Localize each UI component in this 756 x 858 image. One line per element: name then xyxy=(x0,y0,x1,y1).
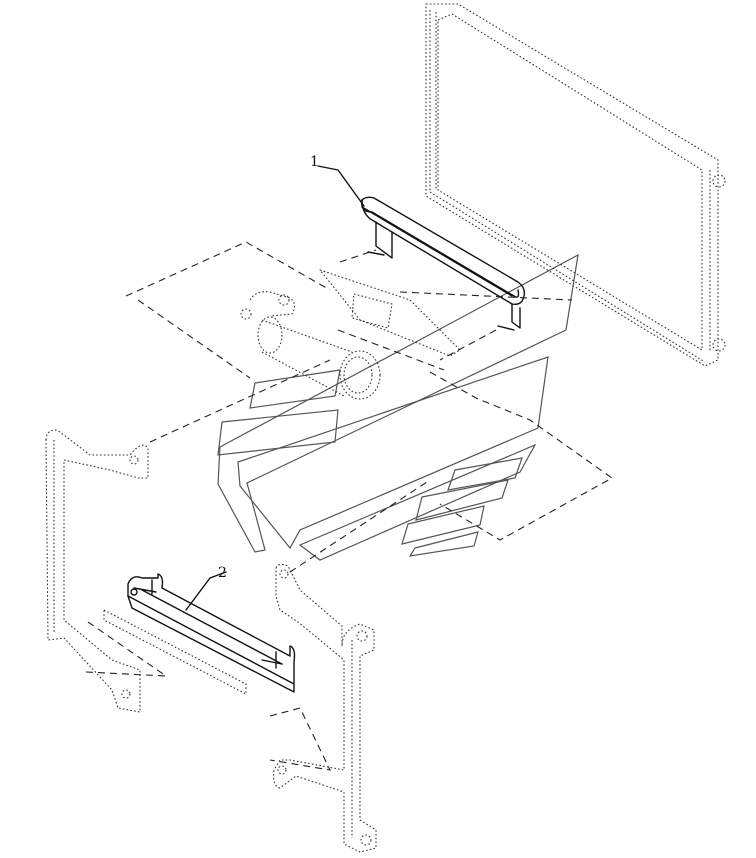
callout-2: 2 xyxy=(185,565,227,611)
watermark-logo xyxy=(217,253,579,561)
upper-support-bar xyxy=(361,196,526,331)
assembly-center-lines xyxy=(85,241,614,771)
left-side-frame xyxy=(45,429,149,713)
radiator-core xyxy=(425,3,726,367)
lower-support-bar xyxy=(103,573,296,695)
callout-1: 1 xyxy=(310,154,365,207)
right-side-frame xyxy=(273,563,377,853)
filter-drier-assembly xyxy=(240,269,461,400)
callout-1-label: 1 xyxy=(310,154,319,170)
